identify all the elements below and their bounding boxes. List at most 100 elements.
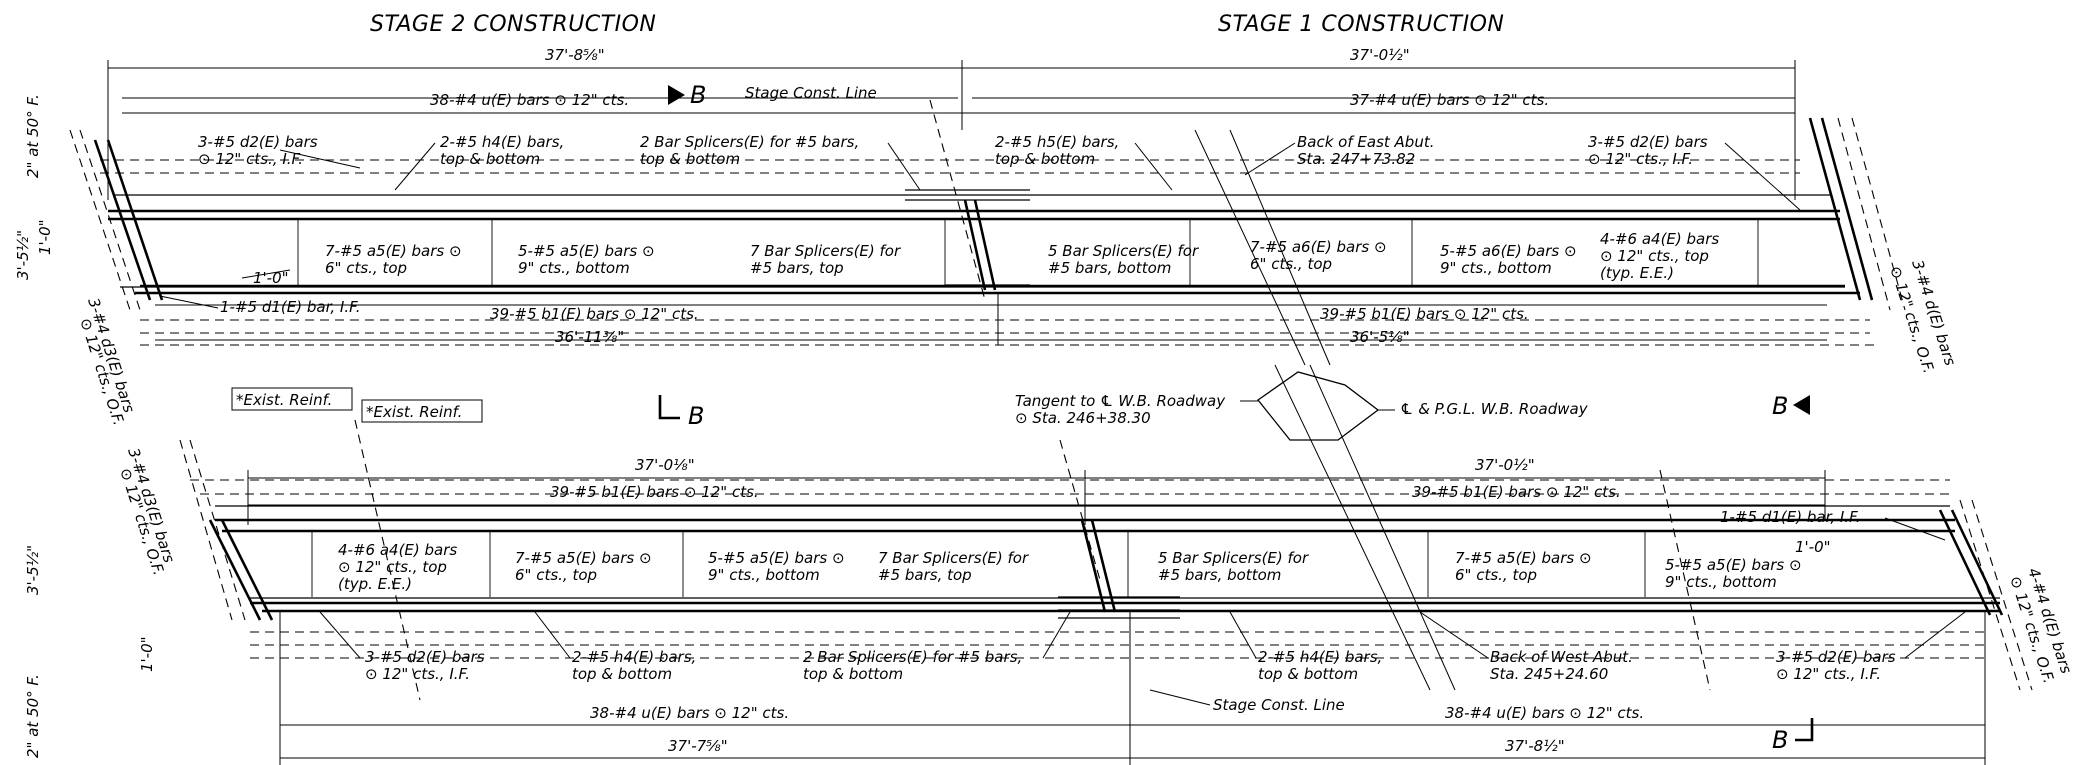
leader-lines — [159, 142, 1966, 706]
bot-h4r-2: top & bottom — [1258, 665, 1358, 683]
top-a5-bot-1: 5-#5 a5(E) bars ⊙ — [518, 242, 655, 260]
bot-a4-3: (typ. E.E.) — [338, 575, 412, 593]
bot-a5r-top-2: 6" cts., top — [1455, 566, 1537, 584]
top-a5-top-2: 6" cts., top — [325, 259, 407, 277]
exist-reinf-2: *Exist. Reinf. — [366, 403, 462, 421]
bot-h4r-1: 2-#5 h4(E) bars, — [1258, 648, 1382, 666]
bot-d1: 1-#5 d1(E) bar, I.F. — [1720, 508, 1861, 526]
bot-a5-bot-2: 9" cts., bottom — [708, 566, 820, 584]
bot-a4-1: 4-#6 a4(E) bars — [338, 541, 457, 559]
top-dim-inner-right: 36'-5⅛" — [1350, 328, 1410, 346]
stage-1-title: STAGE 1 CONSTRUCTION — [1218, 12, 1504, 37]
top-b1-left: 39-#5 b1(E) bars ⊙ 12" cts. — [490, 305, 699, 323]
top-side-2in: 2" at 50° F. — [24, 94, 42, 178]
tangent-1: Tangent to ℄ W.B. Roadway — [1015, 392, 1226, 410]
bot-u-bars-right: 38-#4 u(E) bars ⊙ 12" cts. — [1445, 704, 1644, 722]
bot-d2-right-2: ⊙ 12" cts., I.F. — [1776, 665, 1881, 683]
top-a4-1: 4-#6 a4(E) bars — [1600, 230, 1719, 248]
top-splicer5-2: #5 bars, bottom — [1048, 259, 1171, 277]
top-stage-const-line: Stage Const. Line — [745, 84, 877, 102]
bot-one-foot: 1'-0" — [1795, 538, 1831, 556]
bot-side-2in: 2" at 50° F. — [24, 674, 42, 758]
bot-b1-left: 39-#5 b1(E) bars ⊙ 12" cts. — [550, 483, 759, 501]
section-arrow-icon — [668, 85, 685, 105]
top-dim-left: 37'-8⅝" — [545, 46, 605, 64]
bot-abut-2: Sta. 245+24.60 — [1490, 665, 1608, 683]
top-a4-2: ⊙ 12" cts., top — [1600, 247, 1709, 265]
top-abut-1: Back of East Abut. — [1297, 133, 1434, 151]
top-a6-bot-2: 9" cts., bottom — [1440, 259, 1552, 277]
bot-a5-bot-1: 5-#5 a5(E) bars ⊙ — [708, 549, 845, 567]
top-a6-top-2: 6" cts., top — [1250, 255, 1332, 273]
top-one-foot: 1'-0" — [253, 269, 289, 287]
top-abut-2: Sta. 247+73.82 — [1297, 150, 1415, 168]
top-d2-left-2: ⊙ 12" cts., I.F. — [198, 150, 303, 168]
bot-a4-2: ⊙ 12" cts., top — [338, 558, 447, 576]
top-b1-right: 39-#5 b1(E) bars ⊙ 12" cts. — [1320, 305, 1529, 323]
bot-dim-right-bot: 37'-8½" — [1505, 737, 1565, 755]
bot-b1-right: 39-#5 b1(E) bars ⊙ 12" cts. — [1412, 483, 1621, 501]
top-d2-left-1: 3-#5 d2(E) bars — [198, 133, 318, 151]
top-u-bars-right: 37-#4 u(E) bars ⊙ 12" cts. — [1350, 91, 1549, 109]
stage-2-title: STAGE 2 CONSTRUCTION — [370, 12, 656, 37]
bot-a5-top-1: 7-#5 a5(E) bars ⊙ — [515, 549, 652, 567]
top-splicer7-1: 7 Bar Splicers(E) for — [750, 242, 901, 260]
tangent-2: ⊙ Sta. 246+38.30 — [1015, 409, 1151, 427]
top-a4-3: (typ. E.E.) — [1600, 264, 1674, 282]
bot-a5r-bot-2: 9" cts., bottom — [1665, 573, 1777, 591]
bot-dim-right: 37'-0½" — [1475, 456, 1535, 474]
bot-splicer7-1: 7 Bar Splicers(E) for — [878, 549, 1029, 567]
top-splicer7-2: #5 bars, top — [750, 259, 844, 277]
bot-dim-left: 37'-0⅛" — [635, 456, 695, 474]
top-a5-bot-2: 9" cts., bottom — [518, 259, 630, 277]
top-d2-right-1: 3-#5 d2(E) bars — [1588, 133, 1708, 151]
top-d1: 1-#5 d1(E) bar, I.F. — [220, 298, 361, 316]
bot-splicer7-2: #5 bars, top — [878, 566, 972, 584]
top-slab-labels: 37'-8⅝" 37'-0½" 38-#4 u(E) bars ⊙ 12" ct… — [14, 46, 1959, 428]
bot-u-bars-left: 38-#4 u(E) bars ⊙ 12" cts. — [590, 704, 789, 722]
centerline-labels: *Exist. Reinf. *Exist. Reinf. B Tangent … — [231, 387, 1810, 430]
bot-section-b: B — [1772, 726, 1788, 754]
section-arrow-right-icon — [1793, 395, 1810, 415]
bottom-slab-labels: 37'-0⅛" 37'-0½" 39-#5 b1(E) bars ⊙ 12" c… — [24, 446, 2074, 758]
top-a5-top-1: 7-#5 a5(E) bars ⊙ — [325, 242, 462, 260]
bot-d2-right-1: 3-#5 d2(E) bars — [1776, 648, 1896, 666]
middle-b-right: B — [1772, 392, 1788, 420]
bot-splicer5-1: 5 Bar Splicers(E) for — [1158, 549, 1309, 567]
top-splicer5-1: 5 Bar Splicers(E) for — [1048, 242, 1199, 260]
section-arrow-left-icon — [658, 395, 680, 420]
section-arrow-bottom-icon — [1795, 718, 1814, 742]
exist-reinf-1: *Exist. Reinf. — [236, 391, 332, 409]
bot-h4-2: top & bottom — [572, 665, 672, 683]
top-dim-right: 37'-0½" — [1350, 46, 1410, 64]
bot-h4-1: 2-#5 h4(E) bars, — [572, 648, 696, 666]
middle-b-left: B — [688, 402, 704, 430]
bot-abut-1: Back of West Abut. — [1490, 648, 1633, 666]
top-a6-top-1: 7-#5 a6(E) bars ⊙ — [1250, 238, 1387, 256]
top-dim-inner-left: 36'-11⅜" — [555, 328, 624, 346]
top-h4-1: 2-#5 h4(E) bars, — [440, 133, 564, 151]
top-section-b: B — [690, 81, 706, 109]
top-h4-2: top & bottom — [440, 150, 540, 168]
top-side-35: 3'-5½" — [14, 230, 32, 280]
top-splicer-2: top & bottom — [640, 150, 740, 168]
top-slab-geometry — [69, 60, 1906, 366]
bot-stage-const-line: Stage Const. Line — [1213, 696, 1345, 714]
bot-splicer-2: top & bottom — [803, 665, 903, 683]
bot-d2-left-1: 3-#5 d2(E) bars — [365, 648, 485, 666]
top-h5-2: top & bottom — [995, 150, 1095, 168]
roadway-centerline-geometry — [354, 364, 1711, 701]
pgl-label: ℄ & P.G.L. W.B. Roadway — [1400, 400, 1589, 418]
bot-d2-left-2: ⊙ 12" cts., I.F. — [365, 665, 470, 683]
bot-a5r-bot-1: 5-#5 a5(E) bars ⊙ — [1665, 556, 1802, 574]
top-splicer-1: 2 Bar Splicers(E) for #5 bars, — [640, 133, 859, 151]
bot-a5r-top-1: 7-#5 a5(E) bars ⊙ — [1455, 549, 1592, 567]
bottom-slab-geometry — [179, 439, 2033, 765]
top-u-bars-left: 38-#4 u(E) bars ⊙ 12" cts. — [430, 91, 629, 109]
bot-splicer5-2: #5 bars, bottom — [1158, 566, 1281, 584]
bot-side-35: 3'-5½" — [24, 545, 42, 595]
top-a6-bot-1: 5-#5 a6(E) bars ⊙ — [1440, 242, 1577, 260]
bot-splicer-1: 2 Bar Splicers(E) for #5 bars, — [803, 648, 1022, 666]
top-side-10: 1'-0" — [36, 219, 54, 255]
